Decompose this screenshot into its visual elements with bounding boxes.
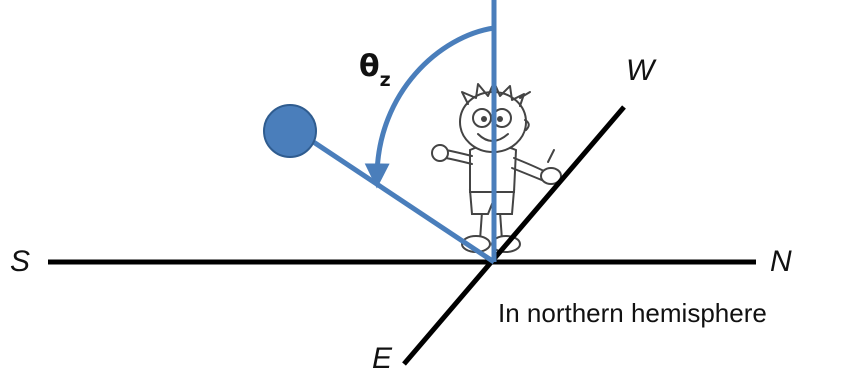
east-west-axis bbox=[402, 105, 626, 366]
west-label: W bbox=[626, 54, 657, 87]
south-label: S bbox=[10, 245, 30, 278]
zenith-angle-subscript: z bbox=[380, 69, 391, 91]
hemisphere-note: In northern hemisphere bbox=[498, 298, 767, 328]
north-label: N bbox=[770, 245, 792, 278]
sun-icon bbox=[263, 104, 317, 158]
zenith-angle-arc bbox=[364, 25, 495, 189]
east-label: E bbox=[372, 342, 393, 375]
sun-ray-line bbox=[310, 138, 496, 265]
zenith-angle-label: θz bbox=[359, 49, 391, 91]
zenith-angle-symbol: θ bbox=[359, 49, 380, 84]
